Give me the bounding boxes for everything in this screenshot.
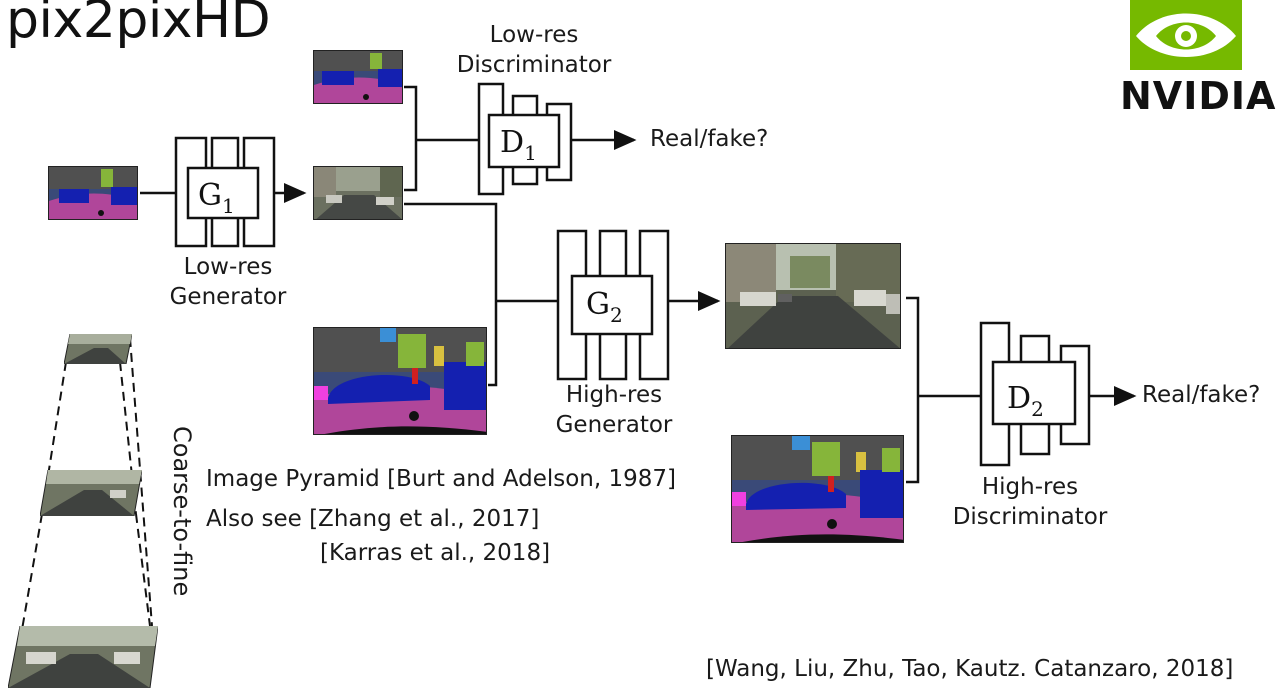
paper-citation: [Wang, Liu, Zhu, Tao, Kautz. Catanzaro, … [706,656,1234,682]
lowres-segmentation-top [313,50,403,104]
nvidia-wordmark: NVIDIA [1120,74,1277,118]
nvidia-eye-icon [1130,0,1242,70]
real-fake-output-1: Real/fake? [650,126,769,152]
reference-karras: [Karras et al., 2018] [320,540,551,566]
low-res-discriminator-label: Low-res Discriminator [440,20,628,80]
coarse-to-fine-label: Coarse-to-fine [168,426,196,597]
g1-symbol: G1 [198,178,235,218]
input-segmentation-lowres [48,166,138,220]
pyramid-level-middle [39,469,143,517]
high-res-discriminator-label: High-res Discriminator [936,472,1124,532]
label-line: High-res [565,382,663,408]
high-res-generator-label: High-res Generator [532,380,696,440]
pyramid-level-fine [7,625,159,689]
highres-generated-photo [725,243,901,349]
highres-segmentation-real [731,435,904,543]
reference-image-pyramid: Image Pyramid [Burt and Adelson, 1987] [206,466,677,492]
d2-symbol: D2 [1007,381,1044,421]
label-line: Low-res [183,254,273,280]
nvidia-logo: NVIDIA [1118,0,1278,118]
label-line: Discriminator [456,52,612,78]
g2-symbol: G2 [586,287,623,327]
label-line: Low-res [489,22,579,48]
pyramid-level-coarse [63,333,133,365]
slide-title: pix2pixHD [6,0,271,50]
label-line: Generator [555,412,673,438]
real-fake-output-2: Real/fake? [1142,382,1261,408]
label-line: Generator [169,284,287,310]
reference-zhang: Also see [Zhang et al., 2017] [206,506,540,532]
d1-symbol: D1 [500,125,537,165]
lowres-generated-photo [313,166,403,220]
highres-segmentation-input [313,327,487,435]
label-line: Discriminator [952,504,1108,530]
label-line: High-res [981,474,1079,500]
low-res-generator-label: Low-res Generator [148,252,308,312]
